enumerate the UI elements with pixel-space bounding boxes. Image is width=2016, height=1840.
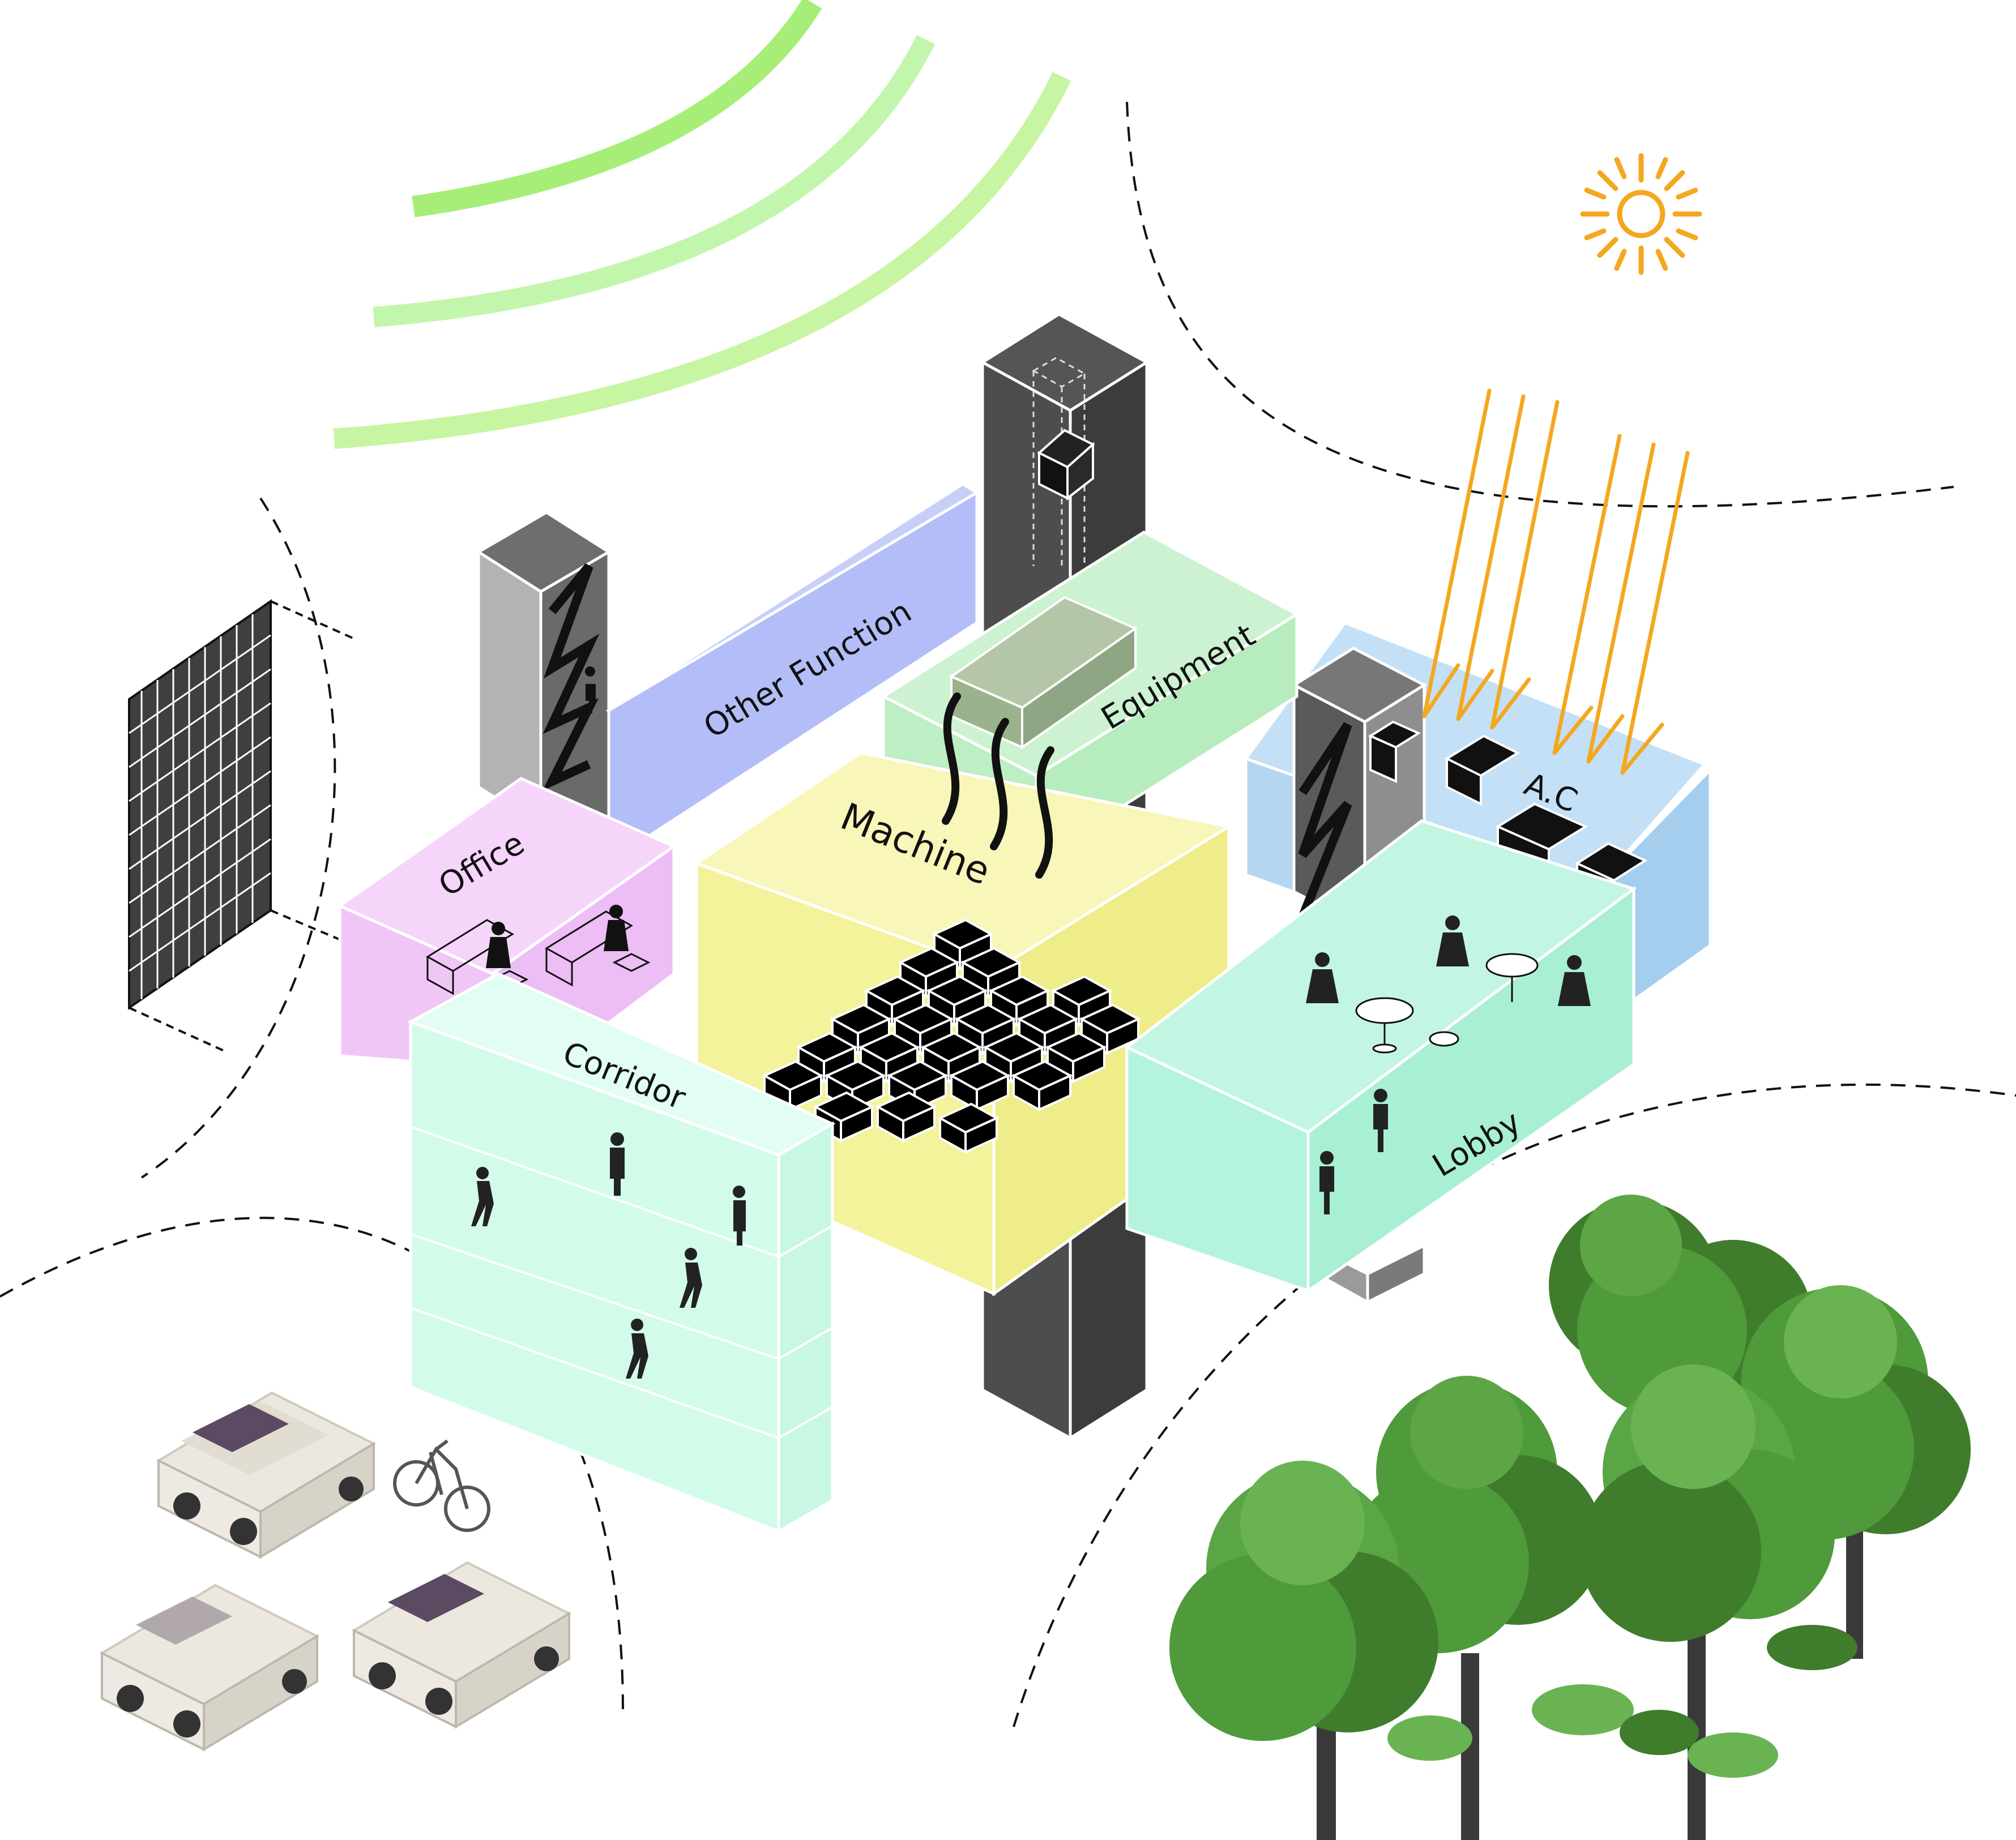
block-equipment: Equipment xyxy=(880,530,1300,863)
machine-array xyxy=(762,918,1141,1154)
block-corridor: Corridor xyxy=(407,972,836,1534)
person-icon xyxy=(585,666,596,713)
person-icon xyxy=(1306,915,1591,1214)
person-icon xyxy=(486,905,629,968)
sun-rays xyxy=(1422,388,1690,775)
lobby-tables xyxy=(1355,953,1539,1054)
bicycle-icon xyxy=(393,1439,490,1532)
office-desks xyxy=(426,910,651,995)
sun-icon xyxy=(1580,153,1702,275)
block-other-function: Other Function xyxy=(605,482,980,851)
elevator-cab xyxy=(1037,429,1095,501)
person-icon xyxy=(471,1132,746,1379)
elevator-cab-right xyxy=(1368,720,1421,784)
car-icon xyxy=(99,1391,572,1752)
tree-icon xyxy=(1169,1195,1971,1840)
stair-tower-left xyxy=(476,511,612,829)
machine-heat-lines xyxy=(942,692,1054,879)
block-lobby: Lobby xyxy=(1124,819,1637,1294)
sound-wave-icon xyxy=(333,0,1071,449)
solar-panel-icon xyxy=(128,599,354,1053)
